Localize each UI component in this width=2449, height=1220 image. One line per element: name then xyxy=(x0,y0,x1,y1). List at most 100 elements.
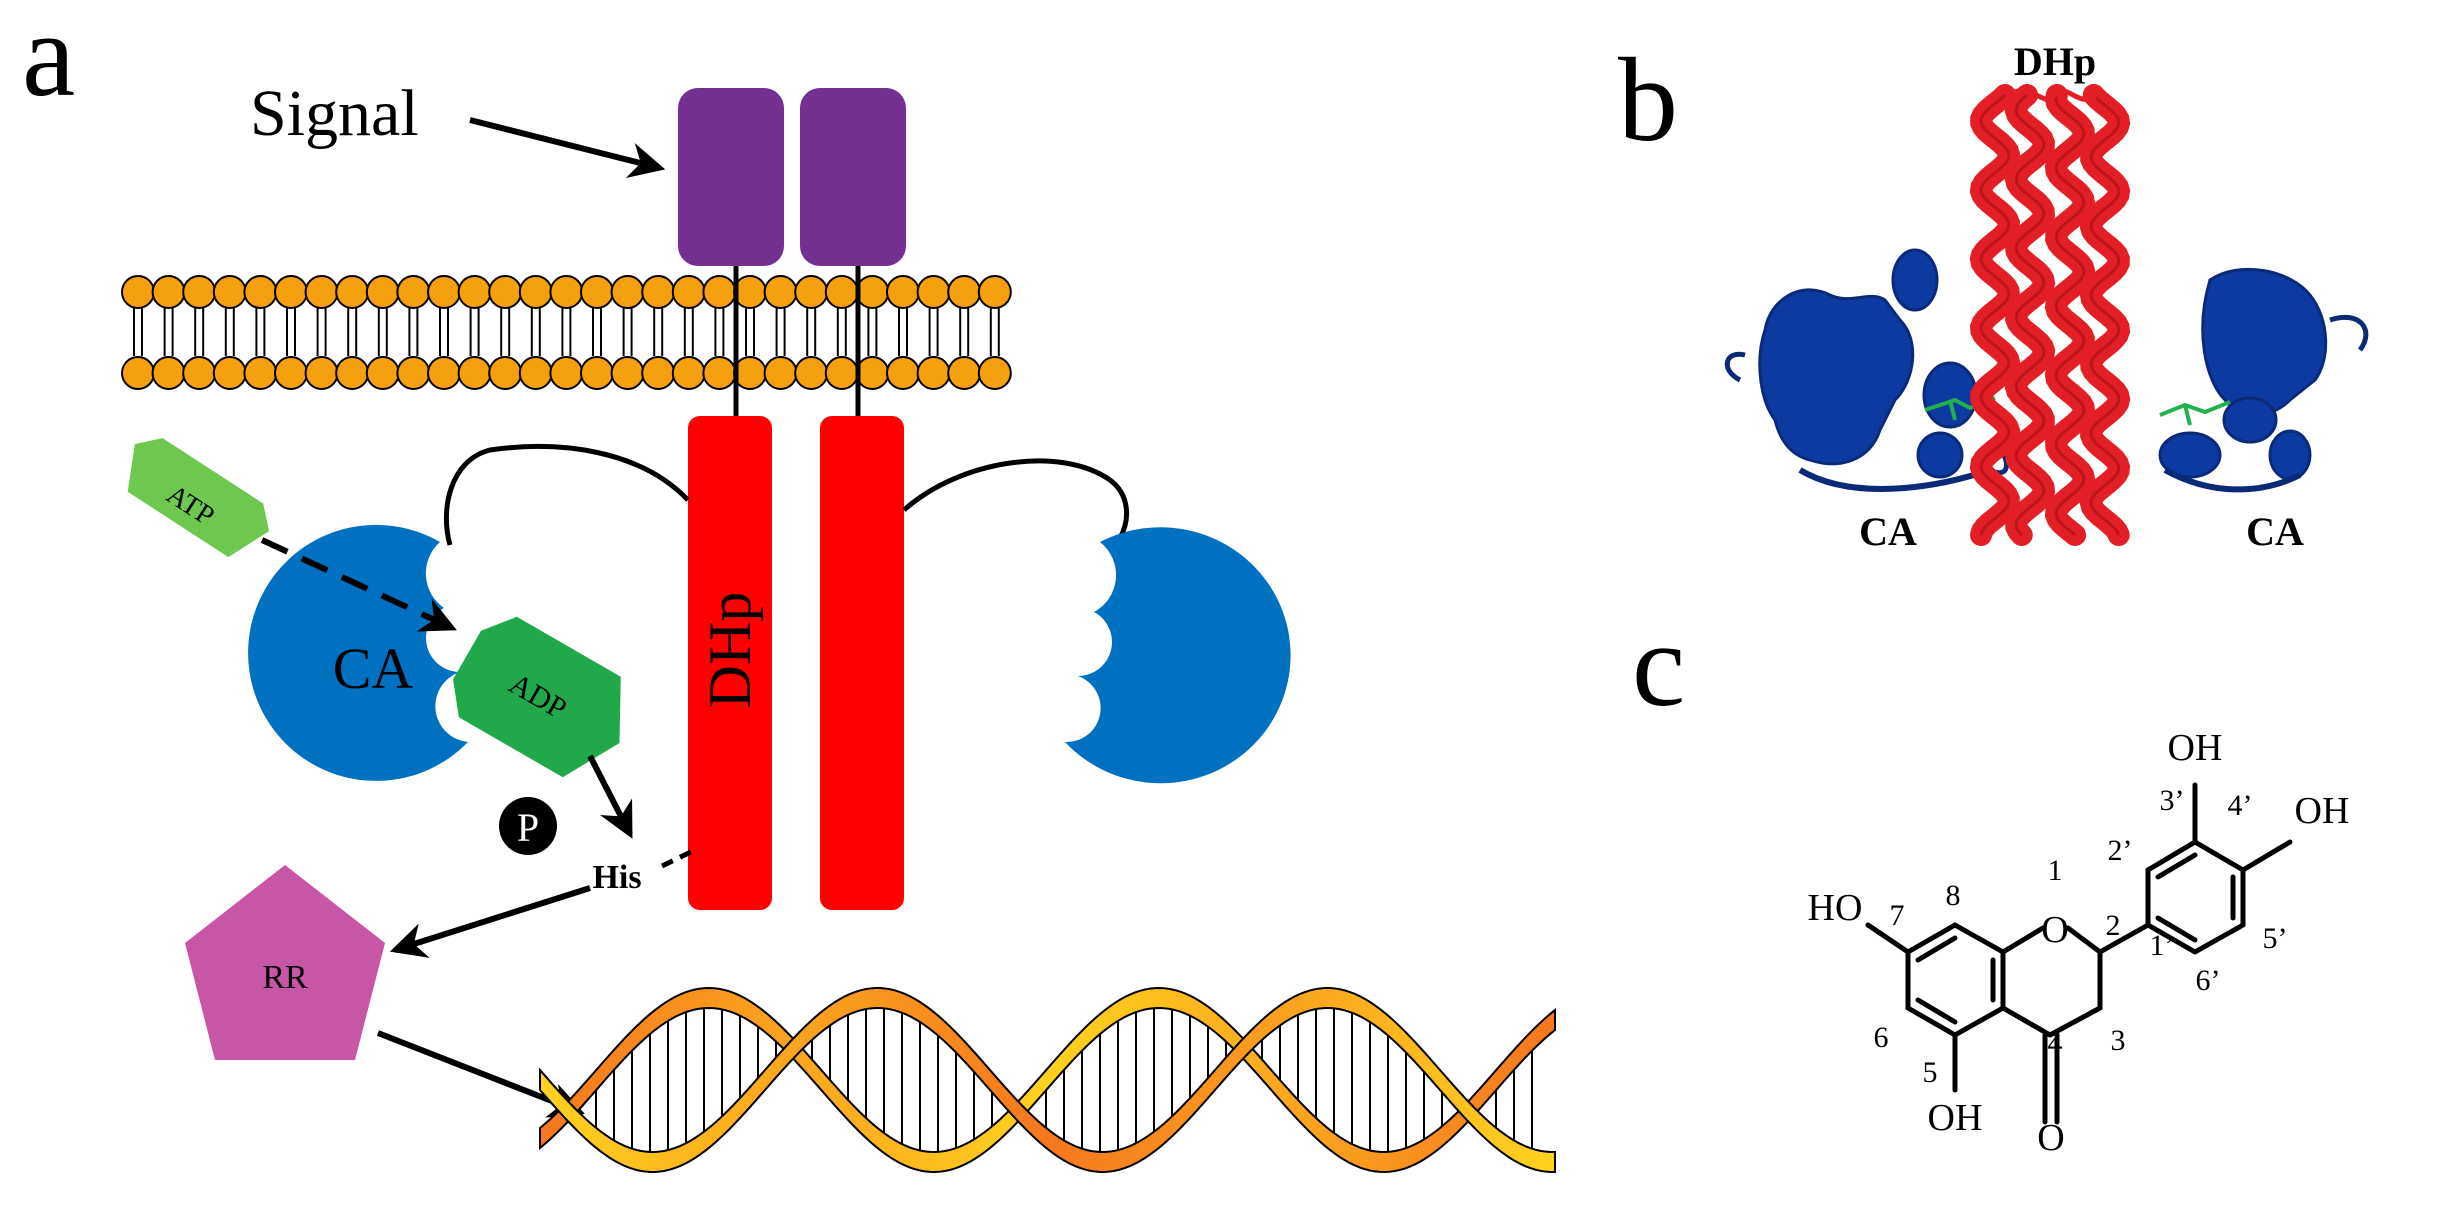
lipid-head xyxy=(580,356,614,390)
atom-8: 8 xyxy=(1946,879,1961,912)
lipid-head xyxy=(641,275,676,309)
lipid-head xyxy=(855,356,890,390)
lipid-head xyxy=(794,275,829,309)
dhp-helix-bundle xyxy=(1969,84,2131,546)
lipid-head xyxy=(304,275,339,309)
lipid-head xyxy=(671,356,706,390)
alpha-helix-outline xyxy=(2089,93,2121,536)
carbonyl-oxygen: O xyxy=(2037,1117,2064,1159)
ligand-right xyxy=(2159,400,2231,426)
alpha-helix-outline xyxy=(1979,93,2011,536)
adp-molecule: ADP xyxy=(453,616,621,778)
lipid-head xyxy=(304,356,339,390)
lipid-head xyxy=(182,356,217,390)
lipid-head xyxy=(855,275,890,309)
lipid-head xyxy=(794,356,829,390)
lipid-head xyxy=(488,356,523,390)
lipid-head xyxy=(947,275,982,309)
lipid-head xyxy=(396,275,431,309)
lipid-head xyxy=(580,275,614,309)
panel-b: b DHp CA CA xyxy=(1618,33,2369,554)
lipid-head xyxy=(610,275,645,309)
rr-to-dna-arrow xyxy=(376,1030,586,1118)
atp-dashed-arrow xyxy=(260,537,457,632)
adp-arrow xyxy=(587,754,633,839)
atom-3: 3 xyxy=(2111,1024,2126,1057)
lipid-head xyxy=(886,356,920,390)
ca-domain-right xyxy=(1065,527,1291,784)
panel-b-ca-right-label: CA xyxy=(2246,509,2304,554)
rr-pentagon xyxy=(185,865,385,1060)
lipid-head xyxy=(702,275,737,309)
signal-arrow xyxy=(469,117,666,178)
lipid-head xyxy=(274,356,308,390)
oh-top: OH xyxy=(2168,727,2223,769)
panel-c-letter: c xyxy=(1632,598,1685,731)
alpha-helix-outline xyxy=(2014,93,2046,536)
lipid-head xyxy=(947,356,982,390)
lipid-head xyxy=(243,275,278,309)
ring-oxygen: O xyxy=(2041,909,2068,951)
helix-loop xyxy=(2008,88,2097,102)
lipid-head xyxy=(977,275,1012,309)
lipid-head xyxy=(733,356,767,390)
lipid-head xyxy=(916,275,951,309)
lipid-head xyxy=(702,356,737,390)
lipid-head xyxy=(335,275,370,309)
lipid-head xyxy=(212,275,247,309)
lipid-head xyxy=(549,356,584,390)
atom-1: 1 xyxy=(2048,854,2063,887)
lipid-head xyxy=(610,356,645,390)
lipid-head xyxy=(518,356,553,390)
lipid-head xyxy=(335,356,370,390)
panel-b-dhp-label: DHp xyxy=(2014,39,2096,84)
lipid-head xyxy=(365,356,400,390)
signal-label: Signal xyxy=(250,77,419,150)
alpha-helix-outline xyxy=(2054,94,2086,537)
lipid-head xyxy=(641,356,676,390)
lipid-head xyxy=(182,275,217,309)
dhp-bar-left xyxy=(688,416,772,910)
his-to-rr-arrow xyxy=(389,885,591,958)
lipid-head xyxy=(457,356,492,390)
lipid-head xyxy=(977,356,1012,390)
atom-2: 2 xyxy=(2106,909,2121,942)
lipid-head xyxy=(121,356,155,390)
lipid-head xyxy=(121,275,155,309)
lipid-head xyxy=(151,356,186,390)
atom-3p: 3’ xyxy=(2160,784,2185,817)
lipid-head xyxy=(274,275,308,309)
panel-c: c xyxy=(1632,598,2349,1159)
phosphate-label: P xyxy=(517,805,539,850)
linker-right xyxy=(902,458,1130,540)
atom-2p: 2’ xyxy=(2108,834,2133,867)
ca-label: CA xyxy=(333,636,414,701)
lipid-head xyxy=(549,275,584,309)
ca-domain-left xyxy=(248,524,468,781)
lipid-head xyxy=(763,275,798,309)
panel-b-letter: b xyxy=(1618,33,1678,166)
alpha-helix xyxy=(2079,84,2131,546)
oh-bottom: OH xyxy=(1928,1097,1983,1139)
lipid-head xyxy=(824,275,859,309)
dna-strand-front xyxy=(539,987,1556,1173)
rr-label: RR xyxy=(262,959,308,996)
atom-6: 6 xyxy=(1874,1021,1889,1054)
ho-left: HO xyxy=(1808,887,1863,929)
lipid-head xyxy=(488,275,523,309)
atom-6p: 6’ xyxy=(2196,964,2221,997)
lipid-head xyxy=(518,275,553,309)
lipid-head xyxy=(151,275,186,309)
lipid-head xyxy=(396,356,431,390)
linker-left xyxy=(443,444,690,546)
atom-7: 7 xyxy=(1890,899,1905,932)
receptor-block-left xyxy=(678,88,784,266)
receptor-block-right xyxy=(800,88,906,266)
lipid-head xyxy=(427,275,461,309)
panel-a-letter: a xyxy=(22,0,75,121)
ca-protein-left xyxy=(1725,248,2009,492)
atom-5p: 5’ xyxy=(2263,922,2288,955)
dhp-bar-right xyxy=(820,416,904,910)
lipid-head xyxy=(886,275,920,309)
